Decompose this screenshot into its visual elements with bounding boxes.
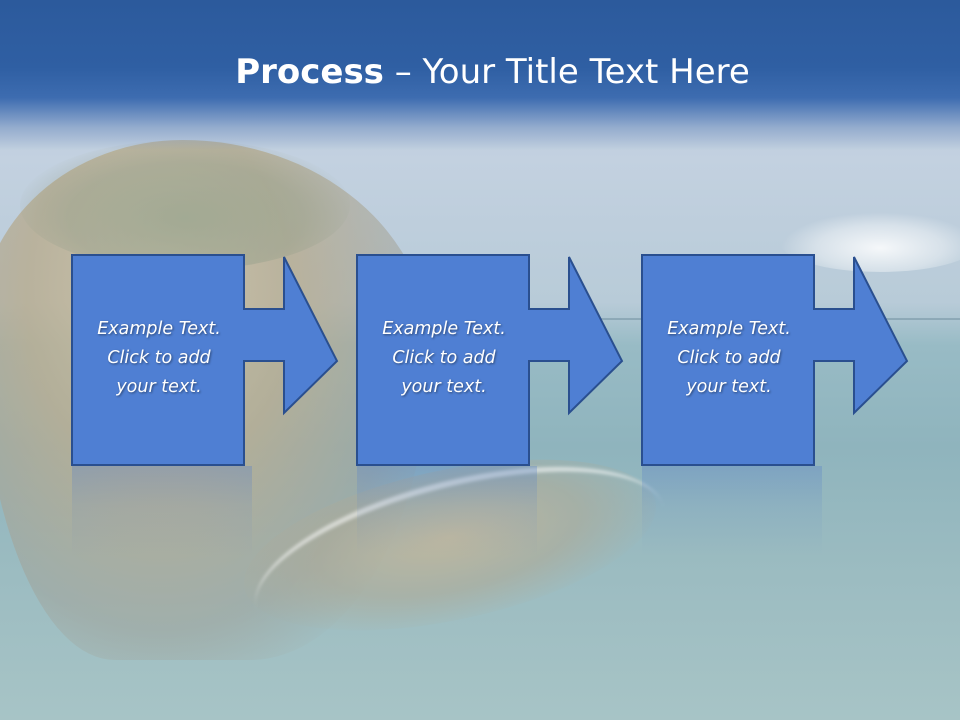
step-2-reflection — [357, 466, 537, 556]
slide-title-bold: Process — [235, 52, 384, 92]
process-step-2[interactable]: Example Text. Click to add your text. — [356, 254, 627, 470]
step-1-text-line1: Example Text. — [97, 319, 221, 339]
step-1-text-line2: Click to add — [107, 348, 211, 368]
background-cliff-vegetation — [20, 140, 350, 270]
step-2-shape — [356, 254, 624, 466]
step-3-text-line2: Click to add — [677, 348, 781, 368]
step-1-shape — [71, 254, 339, 466]
step-3-shape — [641, 254, 909, 466]
step-2-text-line1: Example Text. — [382, 319, 506, 339]
step-3-text-line1: Example Text. — [667, 319, 791, 339]
step-1-arrow-box — [71, 254, 339, 466]
step-2-text-line2: Click to add — [392, 348, 496, 368]
step-3-reflection — [642, 466, 822, 556]
slide-title-rest: – Your Title Text Here — [383, 52, 750, 92]
step-2-arrow-box — [356, 254, 624, 466]
step-1-text-line3: your text. — [116, 377, 202, 397]
step-1-text[interactable]: Example Text. Click to add your text. — [74, 315, 244, 405]
step-3-text[interactable]: Example Text. Click to add your text. — [644, 315, 814, 405]
slide-title[interactable]: Process – Your Title Text Here — [0, 52, 960, 92]
step-1-reflection — [72, 466, 252, 556]
step-2-text-line3: your text. — [401, 377, 487, 397]
step-2-text[interactable]: Example Text. Click to add your text. — [359, 315, 529, 405]
title-bar: Process – Your Title Text Here — [0, 0, 960, 150]
process-step-3[interactable]: Example Text. Click to add your text. — [641, 254, 912, 470]
process-step-1[interactable]: Example Text. Click to add your text. — [71, 254, 342, 470]
step-3-arrow-box — [641, 254, 909, 466]
step-3-text-line3: your text. — [686, 377, 772, 397]
